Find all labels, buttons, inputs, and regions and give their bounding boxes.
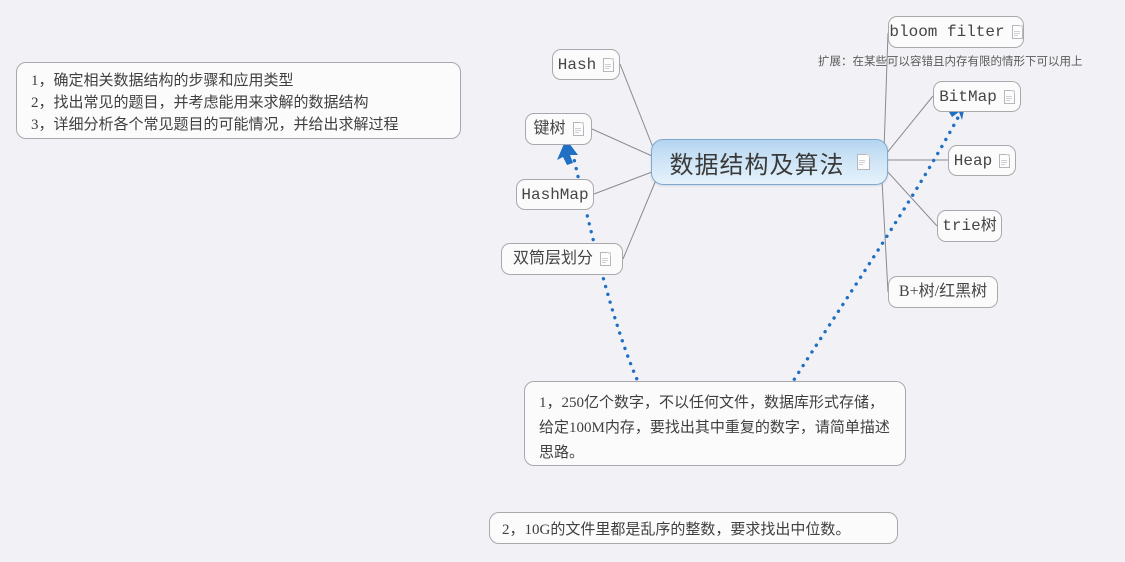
node-jianshu-label: 键树 [533, 120, 566, 137]
link-root-jianshu [591, 128, 653, 157]
node-bloom-filter-label: bloom filter [889, 23, 1005, 41]
node-bplus-redblack-label: B+树/红黑树 [898, 283, 988, 300]
node-trie[interactable]: trie树 [937, 210, 1002, 242]
note-icon[interactable] [999, 153, 1011, 168]
node-hashmap-label: HashMap [521, 185, 589, 204]
note-icon[interactable] [600, 252, 611, 266]
node-bitmap[interactable]: BitMap [933, 81, 1021, 112]
panel-question-1-text: 1，250亿个数字，不以任何文件，数据库形式存储，给定100M内存，要找出其中重… [539, 395, 890, 461]
panel-question-2-text: 2，10G的文件里都是乱序的整数，要求找出中位数。 [502, 521, 851, 538]
root-node-label: 数据结构及算法 [669, 152, 845, 179]
node-hash[interactable]: Hash [552, 49, 620, 80]
link-root-bloomfilter [883, 32, 889, 151]
link-root-shuangtong [622, 179, 657, 260]
panel-steps-line-1: 1，确定相关数据结构的步骤和应用类型 [31, 73, 294, 89]
note-icon[interactable] [856, 154, 870, 170]
node-shuangtong[interactable]: 双筒层划分 [501, 243, 623, 275]
annotation-extend-note: 扩展：在某些可以容错且内存有限的情形下可以用上 [818, 56, 1083, 68]
node-jianshu[interactable]: 键树 [525, 113, 592, 145]
node-shuangtong-label: 双筒层划分 [512, 250, 593, 267]
panel-question-1[interactable]: 1，250亿个数字，不以任何文件，数据库形式存储，给定100M内存，要找出其中重… [524, 381, 906, 466]
panel-steps[interactable]: 1，确定相关数据结构的步骤和应用类型 2，找出常见的题目，并考虑能用来求解的数据… [16, 62, 461, 139]
panel-steps-line-3: 3，详细分析各个常见题目的可能情况，并给出求解过程 [31, 117, 399, 133]
root-node[interactable]: 数据结构及算法 [651, 139, 888, 185]
node-heap[interactable]: Heap [948, 145, 1016, 176]
note-icon[interactable] [1011, 25, 1023, 39]
node-hashmap[interactable]: HashMap [516, 179, 594, 210]
note-icon[interactable] [1003, 89, 1015, 104]
link-root-bitmap [885, 95, 934, 155]
link-root-bplus [881, 179, 889, 293]
link-root-hashmap [593, 171, 653, 195]
link-root-hash [619, 63, 655, 151]
link-root-trie [885, 169, 938, 227]
node-heap-label: Heap [953, 151, 993, 170]
panel-steps-line-2: 2，找出常见的题目，并考虑能用来求解的数据结构 [31, 95, 369, 111]
node-bloom-filter[interactable]: bloom filter [888, 16, 1024, 48]
note-icon[interactable] [603, 57, 615, 72]
note-icon[interactable] [572, 122, 584, 136]
node-bplus-redblack[interactable]: B+树/红黑树 [888, 276, 998, 308]
node-bitmap-label: BitMap [939, 87, 997, 106]
node-trie-label: trie树 [942, 217, 997, 235]
panel-question-2[interactable]: 2，10G的文件里都是乱序的整数，要求找出中位数。 [489, 512, 898, 544]
node-hash-label: Hash [557, 55, 597, 74]
